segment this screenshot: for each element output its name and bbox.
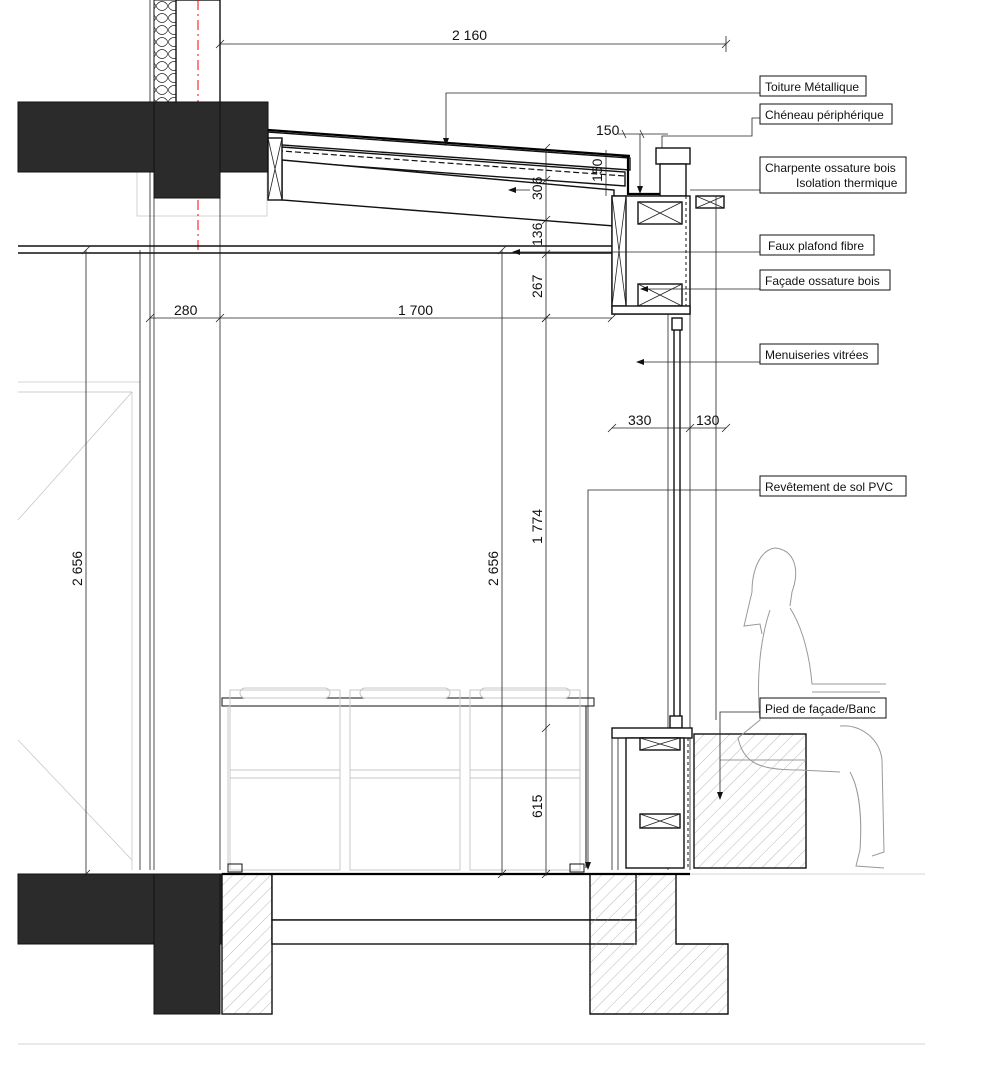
label-charpente-ossature-bois: Charpente ossature bois [765,161,896,175]
leader-arrowheads [443,138,723,870]
roof-structure [267,128,631,227]
leader-lines [445,92,760,866]
label-cheneau-peripherique: Chéneau périphérique [765,108,884,122]
dimension-2656-mid: 2 656 [485,551,501,586]
label-menuiseries-vitrees: Menuiseries vitrées [765,348,868,362]
label-isolation-thermique: Isolation thermique [796,176,898,190]
label-boxes [759,75,907,719]
dimension-lines [81,36,731,879]
dimension-267: 267 [529,274,545,298]
upper-wall [153,0,221,250]
lower-facade [611,727,807,870]
label-revetement-sol: Revêtement de sol PVC [765,480,893,494]
glazing [667,196,717,870]
facade-timber [611,195,725,331]
seated-person [720,547,886,869]
dimension-306: 306 [529,176,545,200]
label-facade-ossature-bois: Façade ossature bois [765,274,880,288]
dimension-1700: 1 700 [398,302,433,318]
furniture [221,687,595,873]
label-toiture-metallique: Toiture Métallique [765,80,859,94]
dimension-150-vertical: 150 [589,158,605,182]
dimension-1774: 1 774 [529,509,545,544]
dimension-330: 330 [628,412,652,428]
dimension-136: 136 [529,222,545,246]
upper-slab [17,101,269,199]
dimension-130: 130 [696,412,720,428]
label-faux-plafond: Faux plafond fibre [768,239,864,253]
dimension-2160: 2 160 [452,27,487,43]
label-pied-facade-banc: Pied de façade/Banc [765,702,876,716]
background-context [17,169,925,1045]
floor-slab [17,872,729,1015]
dimension-615: 615 [529,794,545,818]
dimension-280: 280 [174,302,198,318]
dimension-150-top: 150 [596,122,620,138]
dimension-2656-left: 2 656 [69,551,85,586]
gutter [622,147,691,197]
ceiling [18,245,625,254]
